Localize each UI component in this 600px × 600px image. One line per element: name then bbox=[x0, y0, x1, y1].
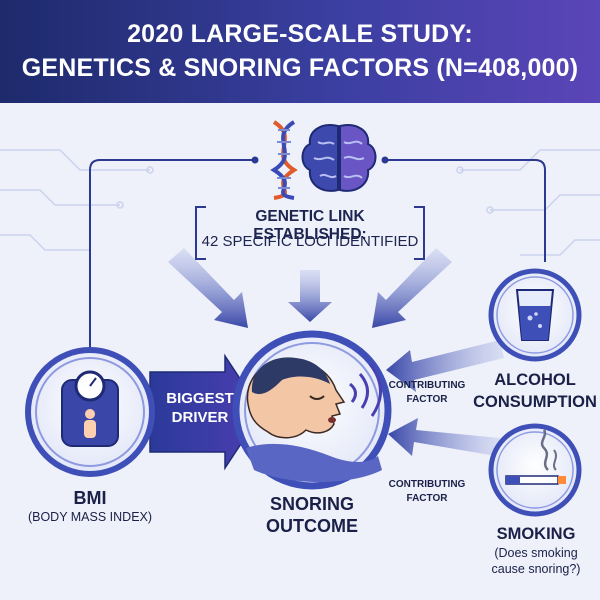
bmi-title: BMI bbox=[73, 488, 107, 508]
snoring-title-line1: SNORING bbox=[269, 494, 354, 514]
biggest-driver-label: BIGGEST DRIVER bbox=[150, 389, 250, 427]
genetic-link-subtitle: 42 SPECIFIC LOCI IDENTIFIED bbox=[201, 233, 419, 250]
connector-lines bbox=[89, 159, 546, 350]
scale-person-icon bbox=[61, 370, 119, 447]
bmi-label: BMI (BODY MASS INDEX) bbox=[10, 487, 170, 525]
header-banner bbox=[0, 0, 600, 103]
arrow-genetic-left bbox=[168, 248, 248, 328]
arrow-alcohol bbox=[386, 340, 504, 392]
sleeping-person-icon bbox=[246, 357, 382, 482]
smoking-factor-label: CONTRIBUTING FACTOR bbox=[382, 478, 472, 506]
alcohol-title-line1: ALCOHOL bbox=[494, 371, 576, 389]
smoking-subtitle-line2: cause snoring?) bbox=[491, 562, 581, 576]
circuit-lines bbox=[0, 149, 600, 256]
genetic-link-title: GENETIC LINK ESTABLISHED: bbox=[253, 208, 367, 243]
alcohol-circle bbox=[488, 268, 582, 362]
alcohol-factor-line1: CONTRIBUTING bbox=[388, 380, 466, 391]
smoking-subtitle-line1: (Does smoking bbox=[494, 546, 578, 560]
smoking-circle bbox=[488, 423, 582, 517]
genetic-arrows bbox=[168, 248, 452, 328]
connector-dot-right bbox=[381, 156, 389, 164]
snoring-circle bbox=[232, 330, 392, 490]
page-title-line2: GENETICS & SNORING FACTORS (N=408,000) bbox=[21, 54, 579, 82]
smoking-title: SMOKING bbox=[496, 525, 576, 543]
bmi-subtitle: (BODY MASS INDEX) bbox=[27, 510, 153, 524]
alcohol-label: ALCOHOL CONSUMPTION bbox=[470, 369, 600, 413]
arrow-smoking bbox=[388, 418, 500, 456]
arrow-genetic-center bbox=[288, 270, 332, 322]
alcohol-factor-label: CONTRIBUTING FACTOR bbox=[382, 379, 472, 407]
page-title-line1: 2020 LARGE-SCALE STUDY: bbox=[127, 20, 473, 48]
connector-dot-left bbox=[251, 156, 259, 164]
dna-icon bbox=[270, 120, 298, 200]
alcohol-title-line2: CONSUMPTION bbox=[473, 393, 597, 411]
biggest-driver-line1: BIGGEST bbox=[166, 390, 234, 407]
arrow-genetic-right bbox=[372, 248, 452, 328]
smoking-factor-line2: FACTOR bbox=[406, 493, 448, 504]
cigarette-icon bbox=[505, 429, 566, 485]
smoking-factor-line1: CONTRIBUTING bbox=[388, 479, 466, 490]
smoking-label: SMOKING (Does smoking cause snoring?) bbox=[476, 523, 596, 577]
biggest-driver-line2: DRIVER bbox=[171, 409, 229, 426]
genetic-box-bracket bbox=[195, 206, 425, 260]
alcohol-factor-line2: FACTOR bbox=[406, 394, 448, 405]
snoring-title-line2: OUTCOME bbox=[266, 516, 358, 536]
snoring-outcome-label: SNORING OUTCOME bbox=[232, 493, 392, 537]
brain-icon bbox=[301, 124, 377, 192]
bmi-circle bbox=[25, 347, 155, 477]
glass-icon bbox=[515, 289, 555, 341]
